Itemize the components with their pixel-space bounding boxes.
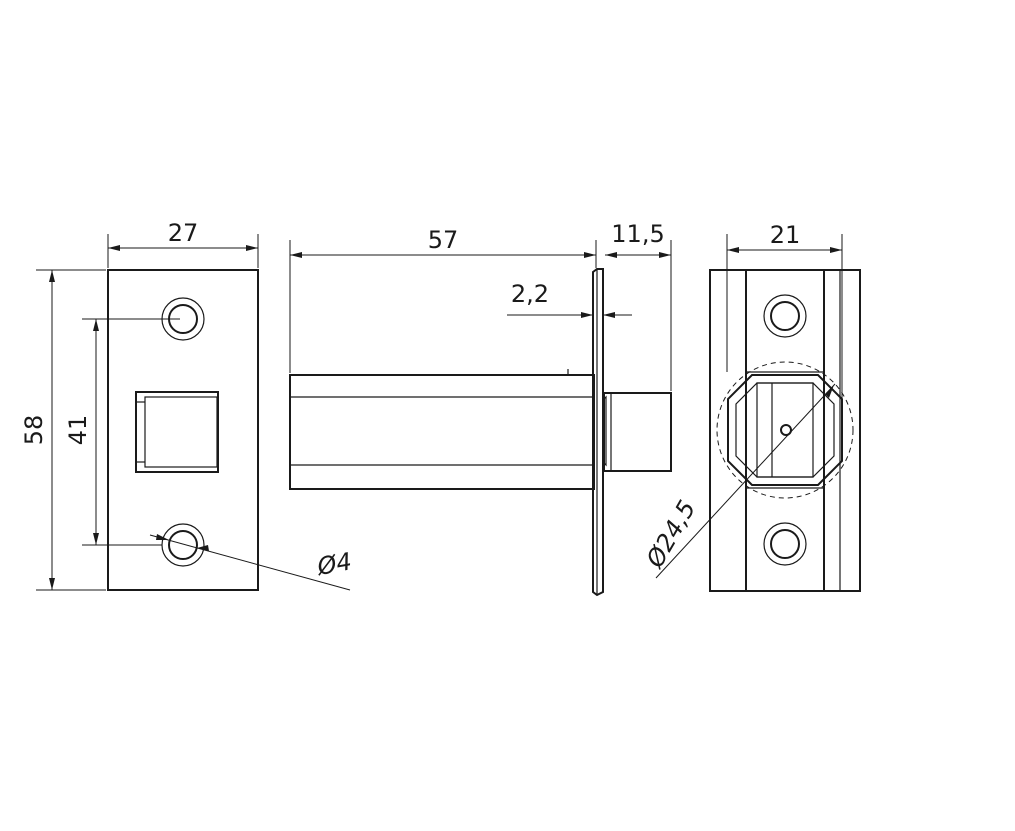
- end-latch-octagon: [727, 374, 843, 486]
- dim-front-height-label: 58: [20, 415, 48, 446]
- end-outer-outline: [709, 269, 861, 592]
- end-bottom-hole-outer: [763, 522, 807, 566]
- dim-front-width-label: 27: [168, 219, 199, 247]
- dim-body-length: 57: [289, 226, 597, 373]
- front-latch-window: [135, 391, 219, 473]
- dim-faceplate-thickness-label: 2,2: [511, 280, 549, 308]
- side-latch-bolt: [603, 392, 672, 472]
- front-bottom-hole-inner: [168, 530, 198, 560]
- end-center-spindle: [780, 424, 792, 436]
- dim-hole-spacing-label: 41: [64, 415, 92, 446]
- dim-faceplate-thickness: 2,2: [507, 280, 632, 318]
- dim-body-length-label: 57: [428, 226, 459, 254]
- end-view: [709, 269, 861, 592]
- front-view: [107, 269, 259, 591]
- dim-hole-diameter: Ø4: [149, 534, 354, 591]
- front-latch-bolt: [144, 396, 218, 468]
- dim-front-height: 58: [20, 269, 106, 591]
- dim-end-width-label: 21: [770, 221, 801, 249]
- end-latch-face: [756, 382, 814, 478]
- dim-latch-protrusion-label: 11,5: [611, 220, 664, 248]
- end-bottom-hole-inner: [770, 529, 800, 559]
- dim-hole-spacing: 41: [64, 318, 180, 546]
- end-top-hole-inner: [770, 301, 800, 331]
- dim-latch-protrusion: 11,5: [605, 220, 672, 391]
- end-body-circle-hidden: [716, 361, 854, 499]
- dim-hole-diameter-label: Ø4: [314, 547, 353, 581]
- end-top-hole-outer: [763, 294, 807, 338]
- dim-front-width: 27: [107, 219, 259, 268]
- dim-body-diameter-label: Ø24,5: [640, 496, 701, 574]
- front-faceplate-outline: [107, 269, 259, 591]
- dim-end-width: 21: [726, 221, 843, 398]
- side-body-tube: [289, 374, 595, 490]
- side-view: [289, 268, 672, 597]
